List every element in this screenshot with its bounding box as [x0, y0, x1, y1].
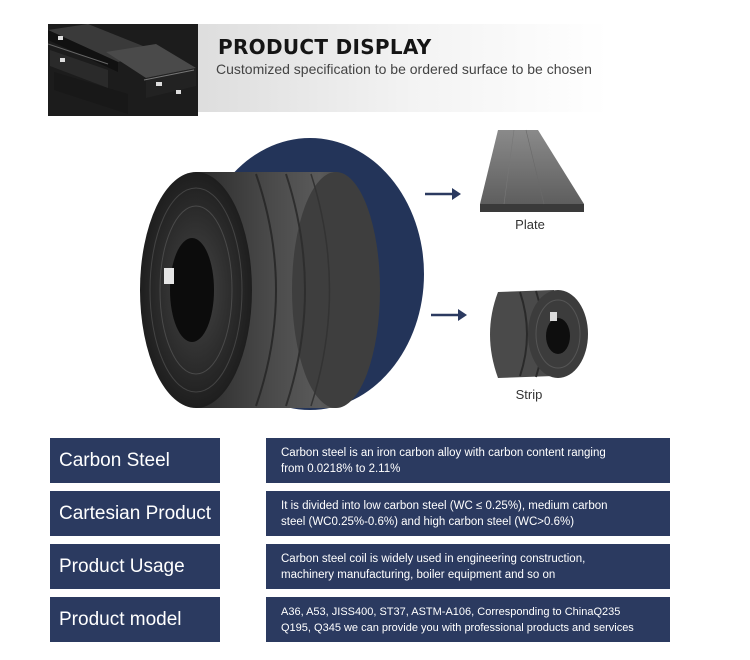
row-desc-line: Carbon steel is an iron carbon alloy wit… — [281, 446, 606, 459]
row-desc-carbon-steel: Carbon steel is an iron carbon alloy wit… — [266, 438, 670, 483]
row-desc-line: from 0.0218% to 2.11% — [281, 462, 401, 475]
row-desc-line: machinery manufacturing, boiler equipmen… — [281, 568, 556, 581]
steel-coil-image — [140, 172, 380, 408]
row-desc-line: steel (WC0.25%-0.6%) and high carbon ste… — [281, 515, 575, 528]
row-label-carbon-steel: Carbon Steel — [50, 438, 220, 483]
row-desc-product-model: A36, A53, JISS400, ST37, ASTM-A106, Corr… — [266, 597, 670, 642]
strip-coil-image — [490, 290, 588, 378]
row-desc-line: It is divided into low carbon steel (WC … — [281, 499, 608, 512]
row-desc-cartesian-product: It is divided into low carbon steel (WC … — [266, 491, 670, 536]
steel-bars-image — [48, 24, 198, 116]
row-desc-product-usage: Carbon steel coil is widely used in engi… — [266, 544, 670, 589]
row-desc-line: Q195, Q345 we can provide you with profe… — [281, 621, 634, 634]
row-label-product-usage: Product Usage — [50, 544, 220, 589]
page-title: PRODUCT DISPLAY — [218, 35, 432, 59]
row-desc-line: A36, A53, JISS400, ST37, ASTM-A106, Corr… — [281, 605, 621, 618]
plate-label: Plate — [515, 217, 545, 232]
row-label-cartesian-product: Cartesian Product — [50, 491, 220, 536]
page-subtitle: Customized specification to be ordered s… — [216, 61, 592, 77]
plate-image — [480, 129, 584, 212]
arrow-right-icon — [431, 309, 467, 321]
arrow-right-icon — [425, 188, 461, 200]
row-desc-line: Carbon steel coil is widely used in engi… — [281, 552, 586, 565]
strip-label: Strip — [515, 387, 543, 402]
row-label-product-model: Product model — [50, 597, 220, 642]
